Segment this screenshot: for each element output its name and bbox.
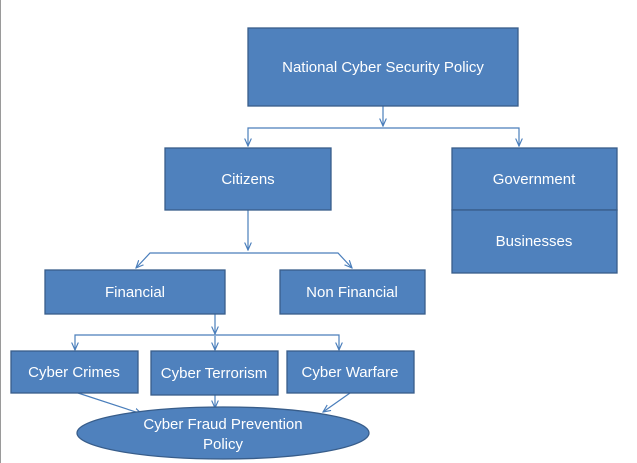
connector-crimes-fraud	[77, 392, 142, 414]
businesses-label: Businesses	[496, 233, 573, 250]
cyber-warfare-label: Cyber Warfare	[302, 364, 399, 381]
financial-box	[44, 269, 226, 315]
government-label: Government	[493, 171, 576, 188]
fraud-policy-ellipse	[76, 406, 370, 460]
government-box	[451, 147, 618, 211]
connector-policy-branch	[248, 127, 519, 146]
fraud-policy-label-line1: Cyber Fraud Prevention	[143, 416, 302, 433]
cyber-terrorism-label: Cyber Terrorism	[161, 365, 267, 382]
non-financial-box	[279, 269, 426, 315]
connector-warfare-fraud	[323, 392, 351, 412]
citizens-box	[164, 147, 332, 211]
national-policy-label: National Cyber Security Policy	[282, 59, 484, 76]
left-border	[0, 0, 1, 463]
cyber-warfare-box	[286, 350, 415, 394]
connector-financial-branch	[75, 334, 339, 350]
citizens-label: Citizens	[221, 171, 274, 188]
non-financial-label: Non Financial	[306, 284, 398, 301]
cyber-terrorism-box	[150, 350, 279, 396]
connectors	[75, 106, 519, 414]
labels: National Cyber Security Policy Citizens …	[28, 59, 576, 453]
cyber-crimes-label: Cyber Crimes	[28, 364, 120, 381]
national-policy-box	[247, 27, 519, 107]
fraud-policy-label-line2: Policy	[203, 436, 244, 453]
connector-citizens-branch	[136, 252, 352, 268]
cyber-crimes-box	[10, 350, 139, 394]
businesses-box	[451, 209, 618, 274]
financial-label: Financial	[105, 284, 165, 301]
nodes	[10, 27, 618, 460]
